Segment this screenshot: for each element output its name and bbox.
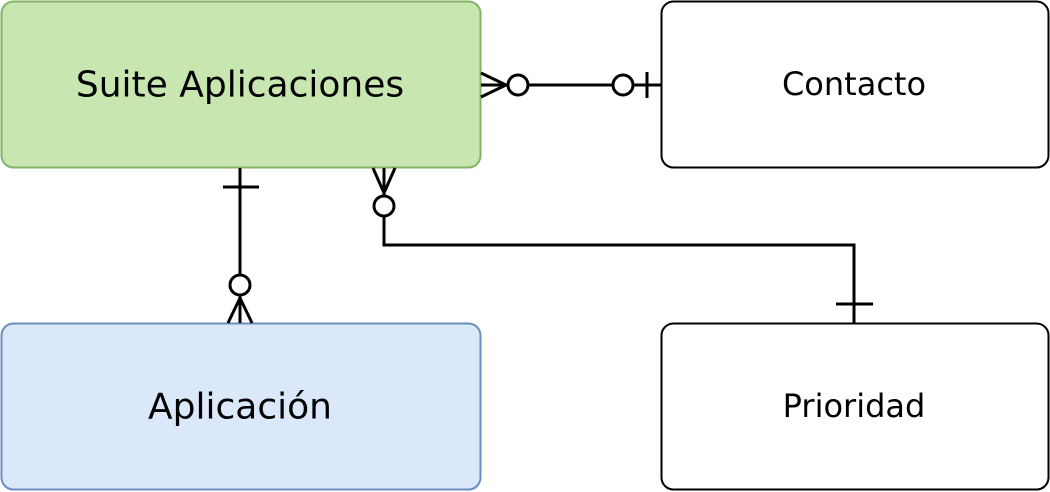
entity-contacto-label: Contacto — [782, 65, 926, 103]
entity-contacto[interactable]: Contacto — [660, 0, 1050, 169]
entity-suite-aplicaciones-label: Suite Aplicaciones — [76, 65, 404, 106]
relationship-suite-aplicacion[interactable] — [223, 168, 259, 324]
crows-foot-many-marker — [480, 71, 510, 99]
entity-prioridad-label: Prioridad — [783, 387, 926, 425]
relationship-suite-prioridad-line — [382, 168, 856, 323]
crows-foot-many-marker — [371, 167, 397, 197]
relationship-suite-prioridad[interactable] — [371, 167, 873, 323]
entity-suite-aplicaciones[interactable]: Suite Aplicaciones — [0, 0, 482, 169]
zero-marker-circle — [372, 194, 396, 218]
crows-foot-many-marker — [226, 294, 254, 324]
entity-prioridad[interactable]: Prioridad — [660, 322, 1050, 491]
zero-marker-circle — [506, 73, 530, 97]
entity-aplicacion-label: Aplicación — [148, 387, 332, 428]
zero-marker-circle — [611, 73, 635, 97]
relationship-suite-contacto[interactable] — [480, 71, 661, 99]
entity-contacto-box — [660, 0, 1050, 169]
entity-aplicacion-box — [0, 322, 482, 491]
entity-prioridad-box — [660, 322, 1050, 491]
entity-suite-aplicaciones-box — [0, 0, 482, 169]
entity-aplicacion[interactable]: Aplicación — [0, 322, 482, 491]
zero-marker-circle — [228, 273, 252, 297]
